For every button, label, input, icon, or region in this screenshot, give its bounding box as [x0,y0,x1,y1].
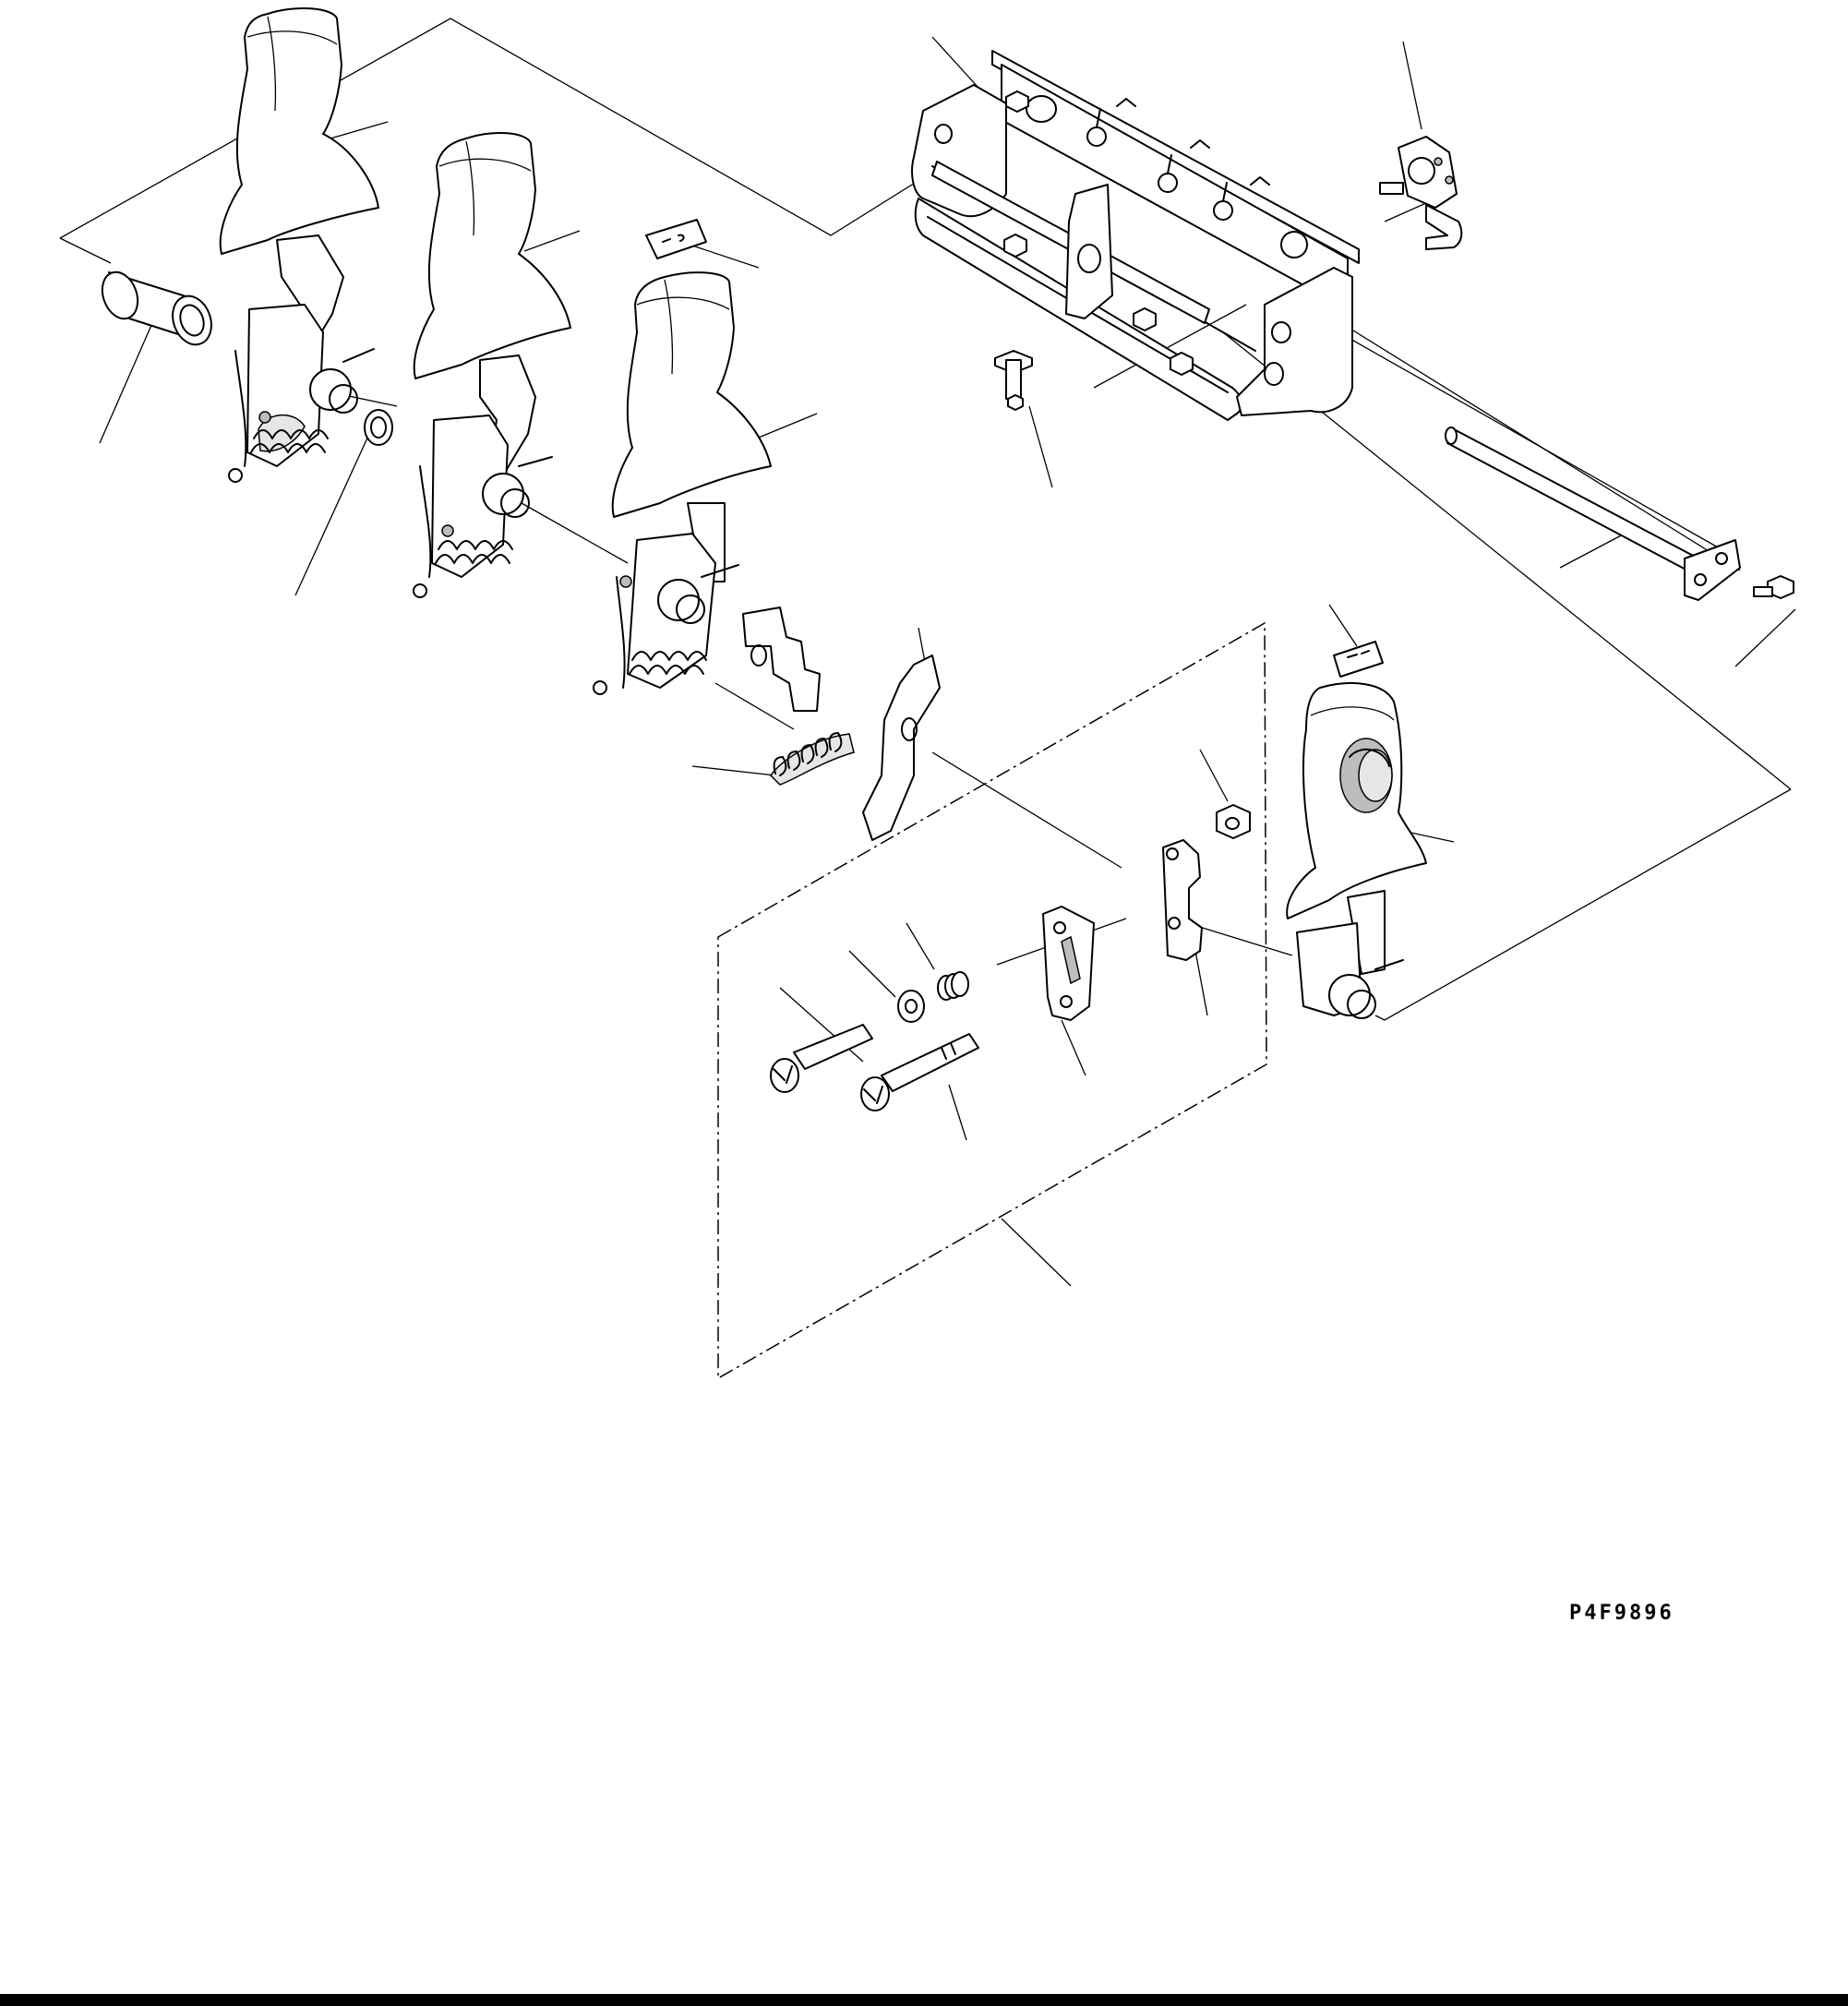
collar [101,270,212,346]
washer [364,409,393,446]
plate [742,607,821,712]
lever-4-with-switch [1286,682,1427,1019]
lever-2 [413,132,571,598]
bracket-box [911,50,1360,421]
spring [770,732,855,786]
potentiometer [1379,136,1463,250]
bolt-long [770,1024,873,1093]
bolt-long-2 [860,1033,979,1111]
nut [1216,804,1251,839]
drawing-code: P4F9896 [1569,1602,1674,1625]
plate-2 [862,655,941,841]
bottom-bar [0,1994,1848,2006]
detent-kit [717,621,1267,1380]
label-plate [645,219,707,259]
washer-2 [897,990,925,1023]
holder [1162,839,1203,961]
lever-1 [219,6,379,483]
lever-3 [593,271,772,695]
detent-block [1042,906,1095,1021]
shaft [1445,426,1741,601]
bolt [994,90,1033,411]
label-plate-2 [1333,641,1384,678]
small-spring [937,971,969,1001]
bolt-2 [1753,575,1794,599]
